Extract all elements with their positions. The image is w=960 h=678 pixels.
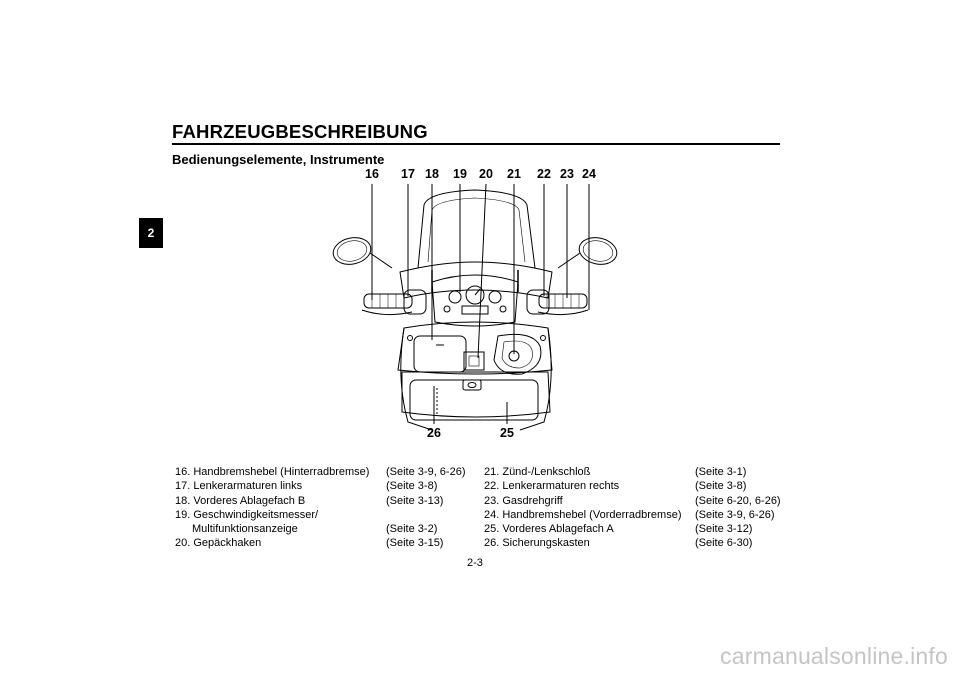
callout-22: 22 — [537, 167, 551, 181]
header-rule — [172, 143, 780, 145]
legend-list-right: 21. Zünd-/Lenkschloß(Seite 3-1) 22. Lenk… — [484, 465, 781, 551]
list-item: 23. Gasdrehgriff(Seite 6-20, 6-26) — [484, 494, 781, 507]
page-title: FAHRZEUGBESCHREIBUNG — [172, 121, 428, 142]
list-item: 24. Handbremshebel (Vorderradbremse)(Sei… — [484, 508, 775, 521]
callout-19: 19 — [453, 167, 467, 181]
list-item: Multifunktionsanzeige(Seite 3-2) — [192, 523, 438, 536]
callout-26: 26 — [427, 426, 441, 440]
callout-24: 24 — [582, 167, 596, 181]
callout-17: 17 — [401, 167, 415, 181]
callout-25: 25 — [500, 426, 514, 440]
list-item: 19. Geschwindigkeitsmesser/ — [175, 508, 319, 521]
chapter-tab: 2 — [139, 218, 163, 248]
list-item: 22. Lenkerarmaturen rechts(Seite 3-8) — [484, 480, 747, 493]
callout-23: 23 — [560, 167, 574, 181]
list-item: 20. Gepäckhaken(Seite 3-15) — [175, 537, 444, 550]
scooter-cockpit-illustration — [332, 183, 618, 431]
callout-20: 20 — [479, 167, 493, 181]
callout-21: 21 — [507, 167, 521, 181]
watermark[interactable]: carmanualsonline.info — [720, 643, 948, 669]
page-number: 2-3 — [467, 557, 483, 569]
list-item: 16. Handbremshebel (Hinterradbremse)(Sei… — [175, 466, 466, 478]
list-item: 25. Vorderes Ablagefach A(Seite 3-12) — [484, 523, 753, 536]
list-item: 21. Zünd-/Lenkschloß(Seite 3-1) — [484, 466, 747, 478]
legend-list-left: 16. Handbremshebel (Hinterradbremse)(Sei… — [175, 465, 465, 551]
list-item: 18. Vorderes Ablagefach B(Seite 3-13) — [175, 494, 444, 507]
section-heading: Bedienungselemente, Instrumente — [172, 152, 385, 167]
list-item: 26. Sicherungskasten(Seite 6-30) — [484, 537, 753, 550]
callout-18: 18 — [425, 167, 439, 181]
list-item: 17. Lenkerarmaturen links(Seite 3-8) — [175, 480, 438, 493]
callout-16: 16 — [365, 167, 379, 181]
